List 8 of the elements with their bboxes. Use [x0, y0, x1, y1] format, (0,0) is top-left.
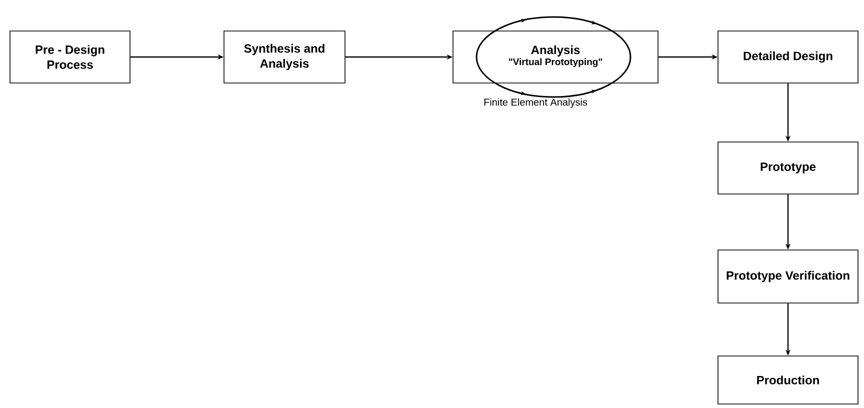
process-box: Prototype	[718, 142, 858, 194]
process-box: Detailed Design	[718, 30, 858, 84]
caption-text: Finite Element Analysis	[484, 98, 588, 108]
process-box: Pre - Design Process	[10, 30, 130, 84]
process-box: Prototype Verification	[718, 250, 858, 304]
process-box: Production	[718, 356, 858, 404]
process-box: Analysis "Virtual Prototyping"	[452, 30, 658, 84]
process-box: Synthesis and Analysis	[224, 30, 346, 84]
